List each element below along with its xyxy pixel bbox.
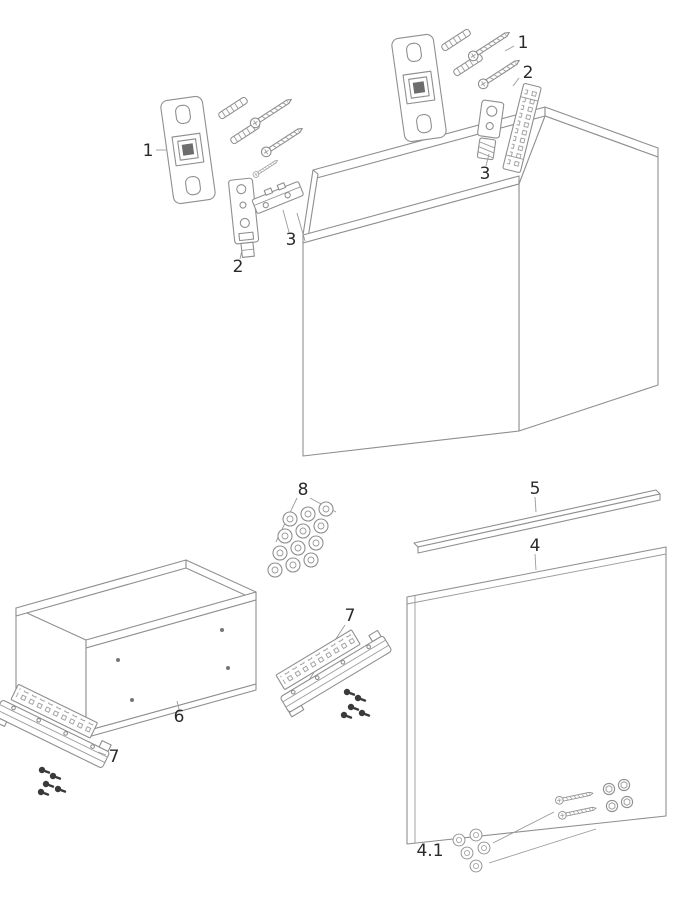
panel-fasteners-group [452,778,634,873]
mounting-plate [159,95,217,205]
rail-screw [48,771,63,782]
leader-line [296,212,306,242]
part-label-7-left: 7 [109,747,120,767]
rail-screw [339,710,354,721]
top-trim-strip [413,489,661,554]
rail-screw [36,787,51,798]
leader-line [282,209,290,233]
cabinet-right-panel [518,115,659,432]
part-label-4: 4 [530,536,541,556]
drawer-slide-rail [268,616,396,718]
hex-nut [617,778,631,792]
leader-line [239,249,243,260]
panel-edge-line [406,553,667,605]
cover-cap [313,518,329,534]
part-label-3-right: 3 [480,164,491,184]
part-label-3-left: 3 [286,230,297,250]
drawer-rail-right-group [268,616,396,721]
cabinet-body [296,106,659,457]
drawer-right-top-edge [185,559,257,601]
rail-screw [346,702,361,713]
cover-cap [452,833,466,847]
cover-cap [477,841,491,855]
hardware-group-right [390,27,542,174]
mounting-screw [466,27,513,64]
leader-line [485,153,490,167]
rail-screw [53,784,68,795]
cabinet-left-side-edge [302,169,319,239]
part-label-6: 6 [174,707,185,727]
rail-screw [37,765,52,776]
drawer-back-top-edge [15,559,187,617]
leader-line [176,700,180,710]
cover-cap [277,528,293,544]
wall-anchor [217,95,249,121]
leader-line [488,828,597,864]
cover-cap [295,523,311,539]
leader-line [492,811,555,844]
mounting-plate [390,33,448,143]
cover-cap [267,562,283,578]
drill-hole [220,628,224,632]
leader-line [534,553,537,571]
cover-cap [282,511,298,527]
cover-cap [272,545,288,561]
rail-screw [41,779,56,790]
cabinet-front-face [302,183,520,457]
hex-nut [602,782,616,796]
part-label-1-right: 1 [518,33,529,53]
cover-cap [318,501,334,517]
mounting-screw [476,55,523,92]
rail-screw [353,693,368,704]
cover-cap [469,859,483,873]
part-label-7-right: 7 [345,606,356,626]
leader-line [534,496,537,513]
cover-cap [303,552,319,568]
part-label-1-left: 1 [143,141,154,161]
mounting-screw [248,94,295,131]
cover-caps-group [267,497,337,578]
leader-line [512,77,520,87]
cover-cap [285,557,301,573]
trim-front-face [417,493,661,554]
part-label-5: 5 [530,479,541,499]
hardware-group-left [156,94,306,260]
front-panel [406,546,667,845]
hinge-bracket [473,99,505,161]
leader-line [504,45,515,52]
drill-hole [116,658,120,662]
hex-nut [605,799,619,813]
hanging-bracket [227,177,261,259]
cover-cap [300,506,316,522]
cover-cap [469,828,483,842]
leader-line [97,751,107,756]
part-label-2-right: 2 [523,63,534,83]
hex-nut [620,795,634,809]
drill-hole [226,666,230,670]
cover-cap [460,846,474,860]
rail-screw [357,708,372,719]
rail-screw [342,687,357,698]
part-label-2-left: 2 [233,257,244,277]
drawer-rail-left-group [0,680,120,798]
mounting-screw [259,123,306,160]
drill-hole [130,698,134,702]
part-label-4-1: 4.1 [416,841,443,861]
cover-cap [308,535,324,551]
rail-clip [249,176,305,215]
part-label-8: 8 [298,480,309,500]
cover-cap [290,540,306,556]
wall-anchor [440,27,472,53]
small-screw [251,157,280,179]
panel-face [406,546,667,845]
